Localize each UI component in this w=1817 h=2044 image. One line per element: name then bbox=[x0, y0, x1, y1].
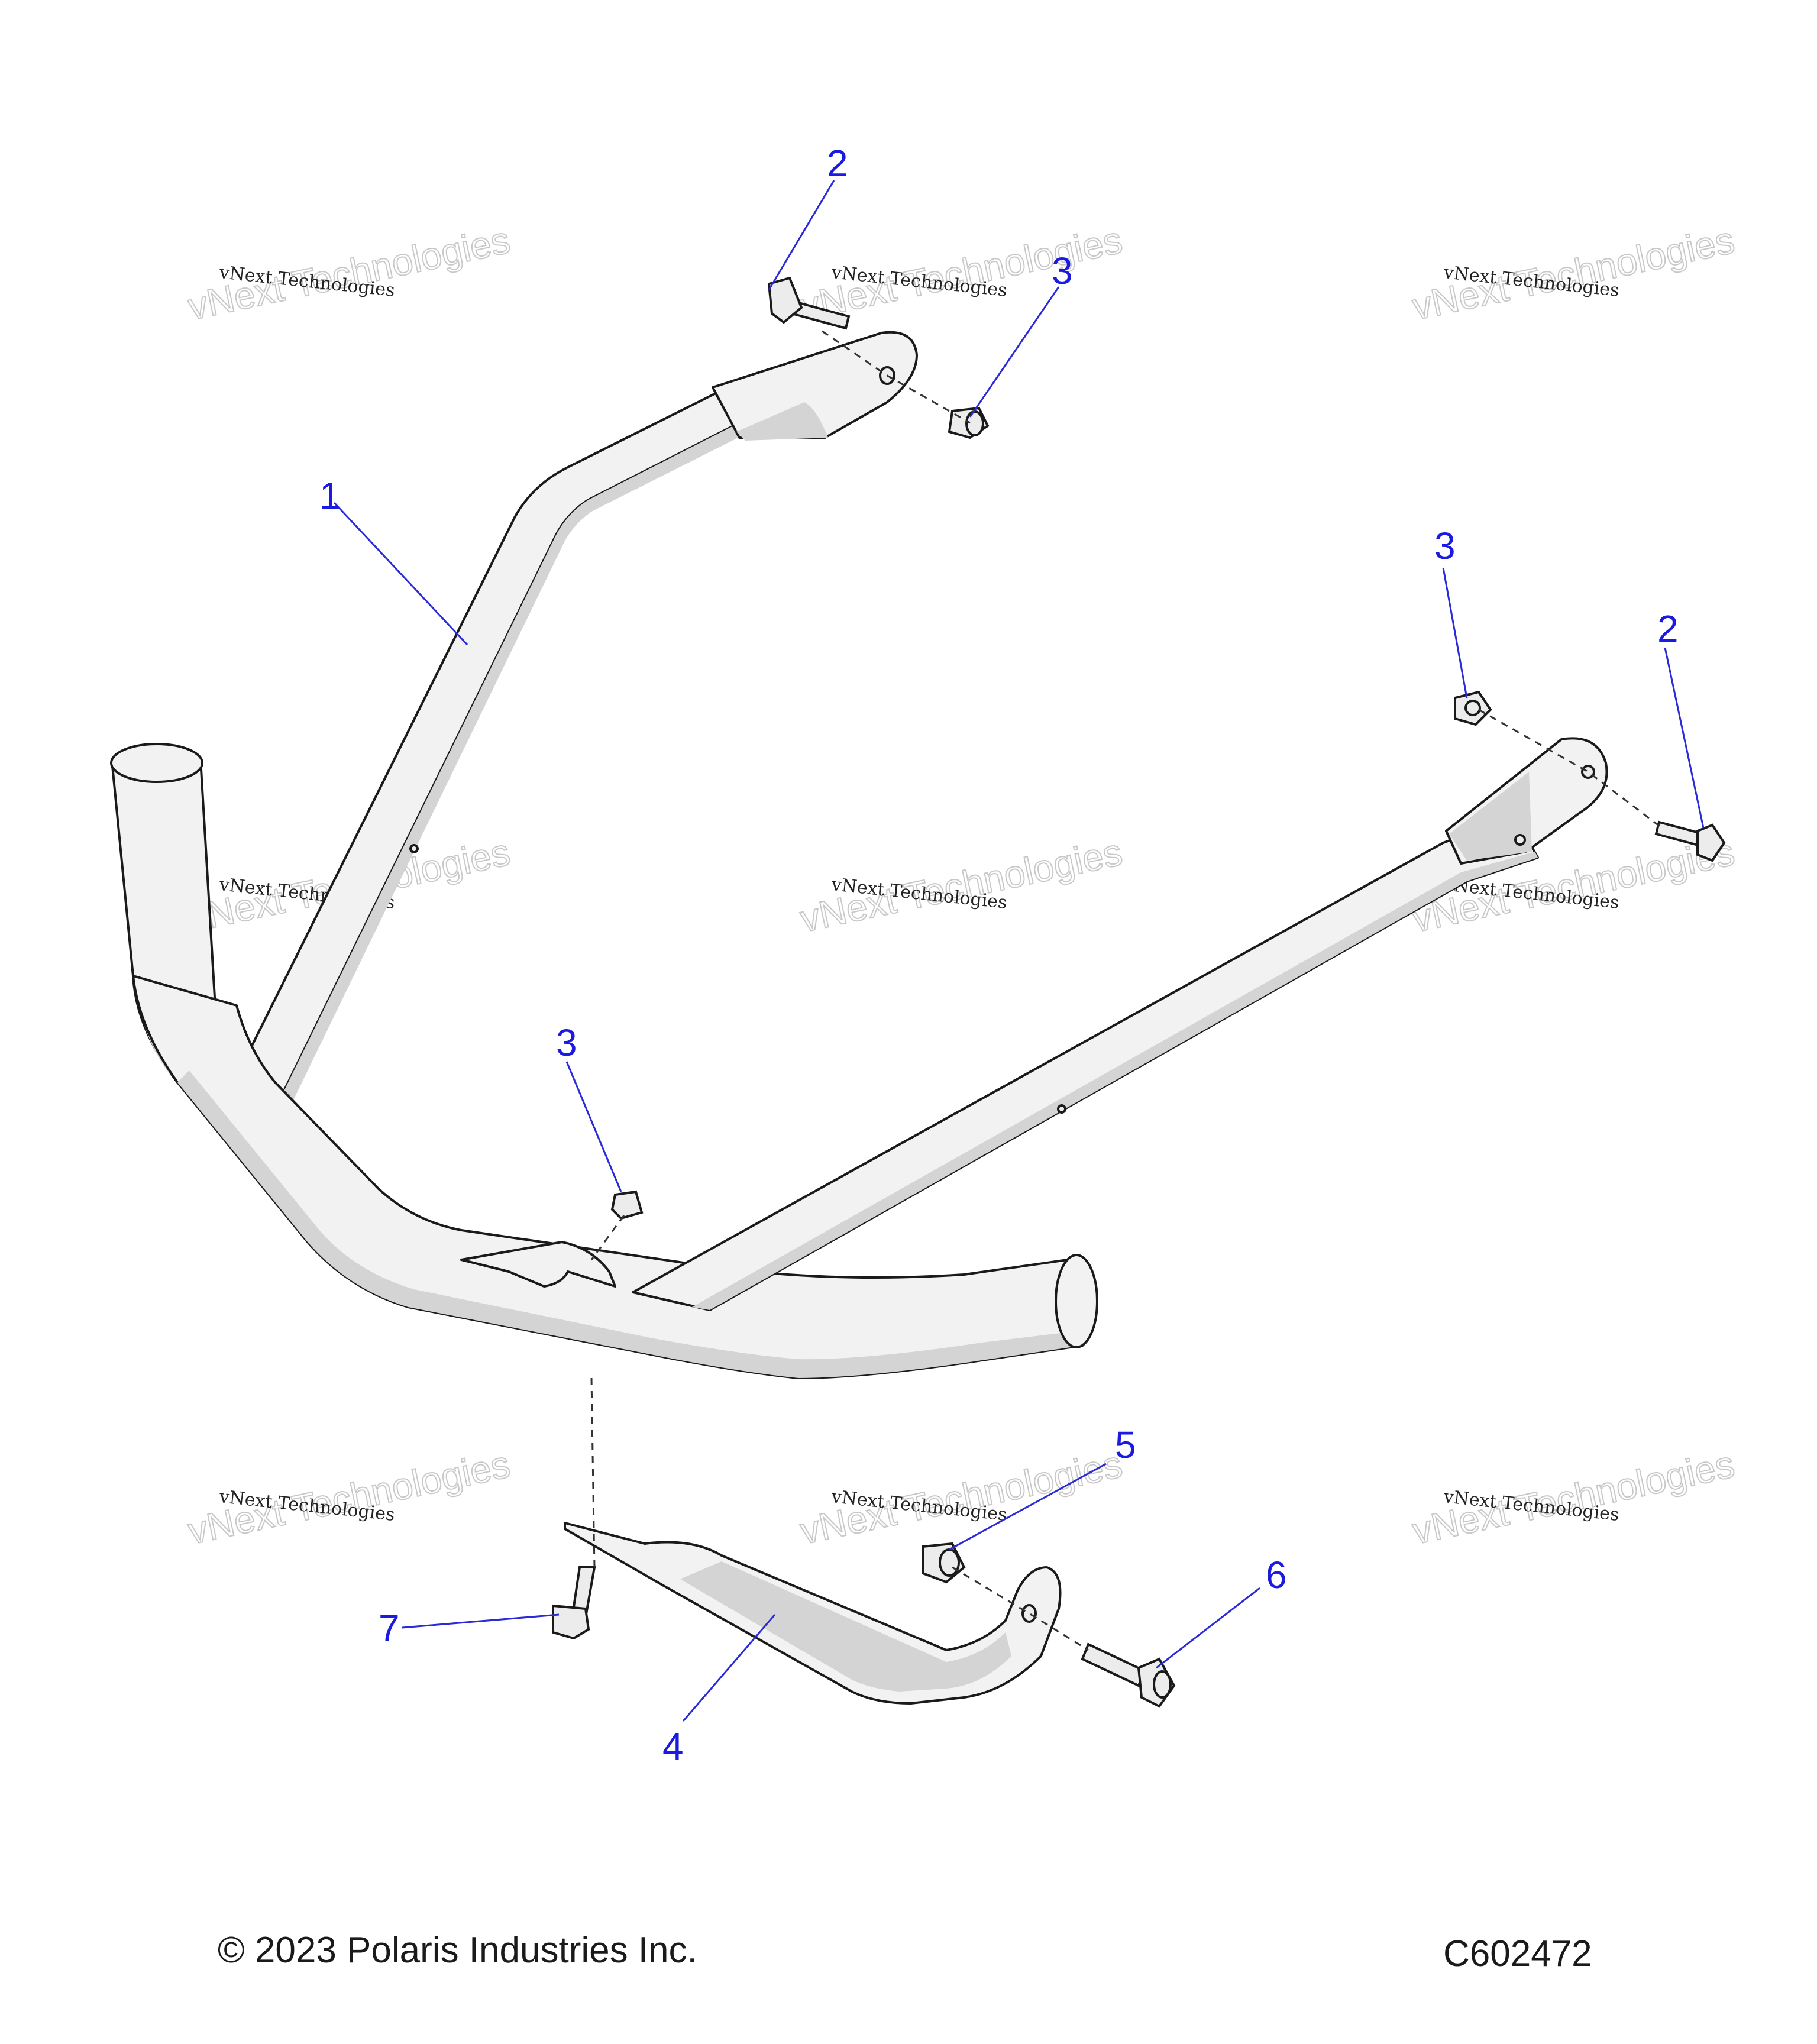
part-3-nut-right bbox=[1454, 690, 1492, 726]
nut-body bbox=[610, 1190, 644, 1220]
leader-3-right bbox=[1442, 567, 1468, 698]
callout-4: 4 bbox=[662, 1725, 684, 1768]
bolt-head bbox=[1696, 823, 1726, 862]
leader-3-center bbox=[565, 1061, 622, 1192]
right-tab-hole-2 bbox=[1514, 834, 1526, 846]
part-2-bolt-top bbox=[767, 276, 851, 330]
skid-bracket-shade bbox=[680, 1561, 1011, 1692]
callout-3-top: 3 bbox=[1052, 250, 1073, 292]
leader-1 bbox=[333, 502, 468, 646]
watermark-bottom-right: vNext Technologies vNext Technologies bbox=[1408, 1442, 1739, 1553]
leader-7 bbox=[402, 1613, 560, 1629]
callout-numbers: 1 2 3 3 2 3 5 6 7 4 bbox=[319, 142, 1679, 1768]
callout-3-center: 3 bbox=[556, 1021, 577, 1064]
callout-6: 6 bbox=[1266, 1554, 1287, 1596]
bolt-head bbox=[767, 276, 803, 324]
callout-7: 7 bbox=[379, 1607, 400, 1650]
leader-3-top bbox=[969, 286, 1060, 418]
assembly-line-bolt2-top bbox=[822, 330, 971, 424]
bumper-right-arm-shade bbox=[692, 852, 1538, 1310]
leader-6 bbox=[1156, 1587, 1260, 1669]
assembly-line-center bbox=[590, 1215, 625, 1260]
leader-5 bbox=[949, 1463, 1107, 1551]
assembly-lines bbox=[590, 330, 1663, 1651]
right-tab-hole bbox=[1581, 765, 1595, 779]
watermark-top-right: vNext Technologies vNext Technologies bbox=[1408, 218, 1739, 329]
bumper-left-end-opening bbox=[110, 743, 203, 783]
bolt-head bbox=[552, 1604, 590, 1640]
bumper-right-mount-tab-shade bbox=[1449, 772, 1532, 861]
leader-2-top bbox=[768, 180, 835, 290]
watermark-bottom-center: vNext Technologies vNext Technologies bbox=[796, 1442, 1127, 1553]
callout-2-right: 2 bbox=[1657, 607, 1679, 650]
nut-face bbox=[939, 1548, 960, 1577]
part-2-bolt-right bbox=[1654, 820, 1726, 862]
left-arm-hole bbox=[409, 844, 419, 853]
watermark-mid-center: vNext Technologies vNext Technologies bbox=[796, 830, 1127, 941]
part-4-skid-bracket bbox=[564, 1522, 1062, 1705]
part-1-bumper-tube bbox=[110, 331, 1608, 1379]
callout-leaders bbox=[333, 180, 1705, 1722]
leader-4 bbox=[682, 1614, 776, 1722]
bumper-right-end-opening bbox=[1055, 1254, 1098, 1348]
skid-bracket-hole bbox=[1021, 1604, 1037, 1623]
callout-1: 1 bbox=[319, 474, 341, 517]
bumper-main-bar-shade bbox=[177, 1070, 1082, 1378]
assembly-line-bolt6 bbox=[952, 1566, 1089, 1651]
callout-5: 5 bbox=[1115, 1424, 1136, 1466]
bumper-left-arm bbox=[244, 392, 735, 1098]
bolt-head-face bbox=[1153, 1670, 1172, 1699]
bumper-left-mount-tab bbox=[712, 331, 918, 439]
leader-2-right bbox=[1664, 647, 1705, 829]
watermark-bottom-left: vNext Technologies vNext Technologies bbox=[184, 1442, 515, 1553]
bumper-left-mount-tab-shade bbox=[736, 402, 828, 441]
part-5-nut bbox=[922, 1542, 966, 1584]
copyright-text: © 2023 Polaris Industries Inc. bbox=[218, 1930, 697, 1971]
watermark-top-left: vNext Technologies vNext Technologies bbox=[184, 218, 515, 329]
bumper-center-bracket bbox=[460, 1241, 616, 1288]
assembly-line-right bbox=[1478, 709, 1663, 829]
assembly-line-vertical bbox=[590, 1377, 596, 1568]
nut-face bbox=[1464, 700, 1481, 716]
part-6-bolt bbox=[1081, 1642, 1176, 1708]
right-arm-hole bbox=[1057, 1104, 1066, 1114]
nut-face bbox=[965, 410, 984, 436]
drawing-code: C602472 bbox=[1443, 1933, 1592, 1974]
bumper-right-arm bbox=[632, 815, 1539, 1311]
part-3-nut-center bbox=[610, 1190, 644, 1220]
part-7-bolt bbox=[552, 1566, 596, 1640]
callout-2-top: 2 bbox=[827, 142, 848, 185]
callout-3-right: 3 bbox=[1434, 525, 1456, 567]
bolt-shank bbox=[1081, 1642, 1146, 1687]
